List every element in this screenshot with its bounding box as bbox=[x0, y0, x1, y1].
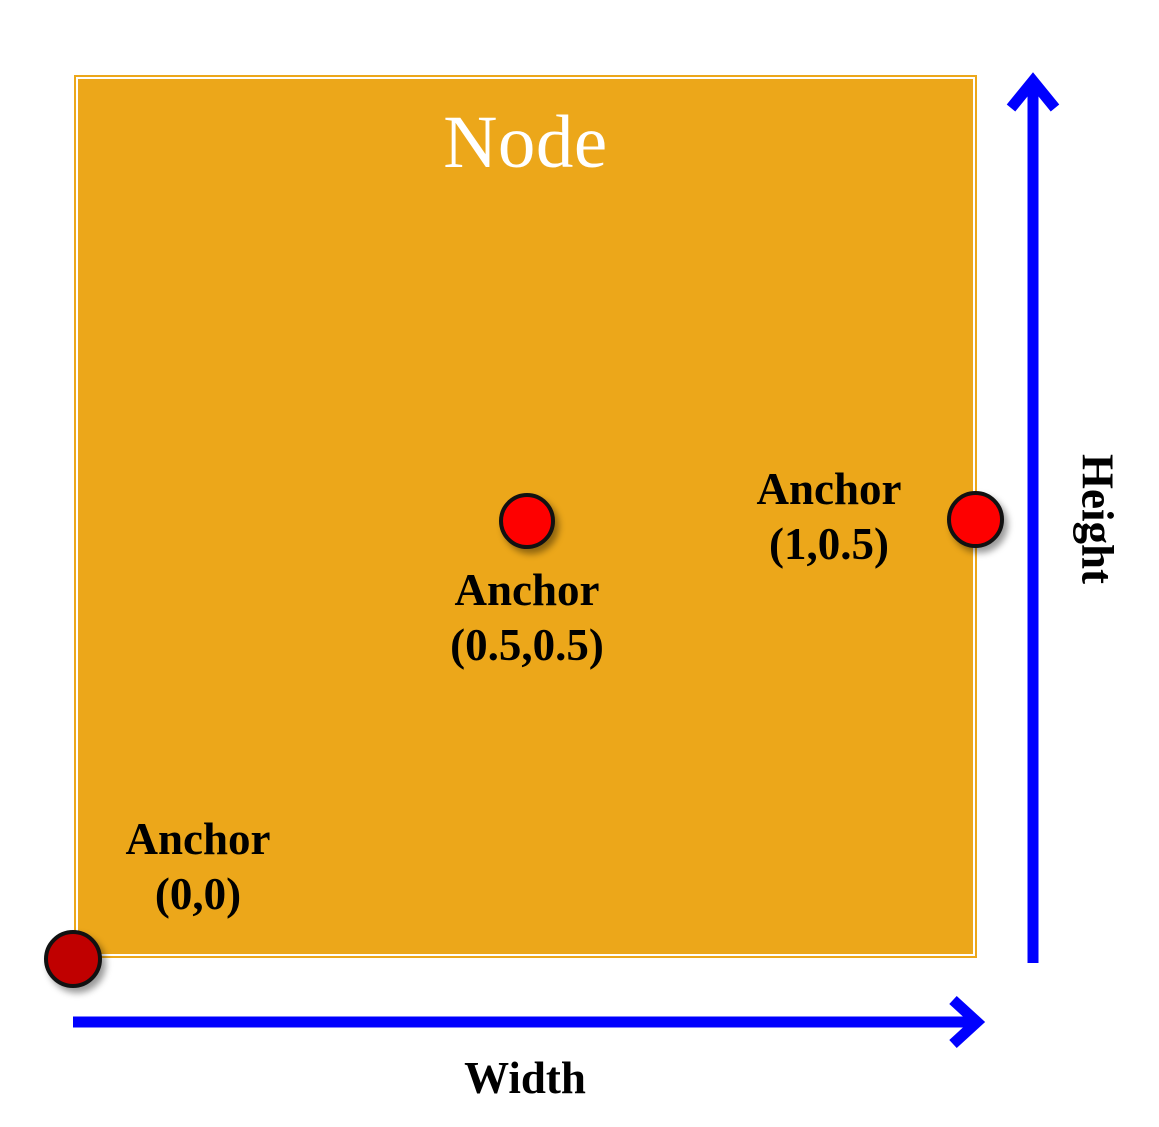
anchor-label-center-coords: (0.5,0.5) bbox=[450, 619, 604, 670]
anchor-label-right-middle-name: Anchor bbox=[756, 464, 902, 514]
anchor-label-center: Anchor (0.5,0.5) bbox=[450, 563, 604, 673]
anchor-label-right-middle: Anchor (1,0.5) bbox=[757, 462, 902, 572]
height-axis-arrow bbox=[1006, 72, 1060, 963]
width-axis-arrow bbox=[73, 995, 986, 1049]
width-axis-arrowhead-icon bbox=[949, 995, 986, 1049]
anchor-dot-right-middle[interactable] bbox=[947, 491, 1004, 548]
height-axis-label: Height bbox=[1072, 454, 1123, 584]
anchor-dot-center[interactable] bbox=[499, 493, 555, 549]
anchor-dot-origin[interactable] bbox=[44, 930, 102, 988]
node-label: Node bbox=[443, 101, 608, 184]
anchor-label-origin-coords: (0,0) bbox=[154, 868, 242, 919]
anchor-label-origin-name: Anchor bbox=[125, 814, 271, 864]
anchor-label-right-middle-coords: (1,0.5) bbox=[769, 518, 889, 569]
height-axis-arrowhead-icon bbox=[1006, 72, 1060, 112]
anchor-label-center-name: Anchor bbox=[454, 565, 600, 615]
anchor-label-origin: Anchor (0,0) bbox=[126, 812, 271, 922]
width-axis-label: Width bbox=[464, 1053, 586, 1103]
